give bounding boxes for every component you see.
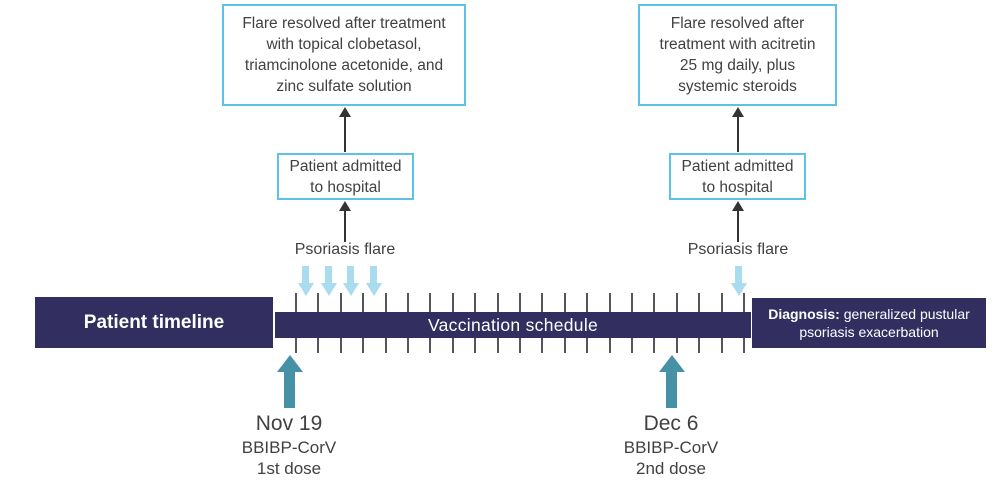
psoriasis-flare-label-1: Psoriasis flare — [294, 241, 396, 258]
flare-down-arrow-icon — [320, 266, 337, 296]
diagnosis-label-bold: Diagnosis: — [768, 306, 840, 322]
arrowhead-up-icon — [732, 107, 744, 117]
flare-resolved-box-2: Flare resolved after treatment with acit… — [638, 4, 837, 106]
diagnosis-text: Diagnosis: generalized pustular psoriasi… — [760, 305, 978, 341]
up-arrow-flare-to-admit-2 — [731, 201, 745, 242]
up-arrow-admit-to-outcome-2 — [731, 107, 745, 152]
diagnosis-label-rest: generalized pustular psoriasis exacerbat… — [799, 306, 970, 340]
patient-admitted-box-1: Patient admitted to hospital — [277, 153, 414, 200]
patient-timeline-label: Patient timeline — [83, 311, 225, 333]
flare-down-arrow-icon — [365, 266, 382, 296]
flare-down-arrow-icon — [297, 266, 314, 296]
up-arrow-flare-to-admit-1 — [338, 201, 352, 242]
dose-label-1: Nov 19 BBIBP-CorV 1st dose — [189, 411, 389, 479]
flare-down-arrow-icon — [730, 266, 747, 296]
dose-label-2: Dec 6 BBIBP-CorV 2nd dose — [571, 411, 771, 479]
dose-up-arrow-icon-1 — [276, 355, 303, 408]
flare-down-arrow-icon — [342, 266, 359, 296]
dose-number: 2nd dose — [636, 459, 706, 478]
dose-vaccine: BBIBP-CorV — [623, 438, 719, 457]
patient-timeline-bar: Patient timeline — [35, 297, 273, 348]
arrowhead-up-icon — [732, 201, 744, 211]
arrowhead-up-icon — [339, 107, 351, 117]
arrowhead-up-icon — [339, 201, 351, 211]
flare-resolved-box-1: Flare resolved after treatment with topi… — [222, 4, 466, 106]
vaccination-schedule-label: Vaccination schedule — [427, 314, 599, 335]
up-arrow-admit-to-outcome-1 — [338, 107, 352, 152]
psoriasis-flare-label-2: Psoriasis flare — [687, 241, 789, 258]
dose-vaccine: BBIBP-CorV — [241, 438, 337, 457]
dose-date: Nov 19 — [255, 412, 323, 435]
dose-number: 1st dose — [256, 459, 322, 478]
dose-up-arrow-icon-2 — [658, 355, 685, 408]
dose-date: Dec 6 — [643, 412, 699, 435]
vaccination-schedule-bar: Vaccination schedule — [275, 312, 751, 338]
diagnosis-bar: Diagnosis: generalized pustular psoriasi… — [752, 298, 986, 348]
patient-admitted-box-2: Patient admitted to hospital — [669, 153, 806, 200]
